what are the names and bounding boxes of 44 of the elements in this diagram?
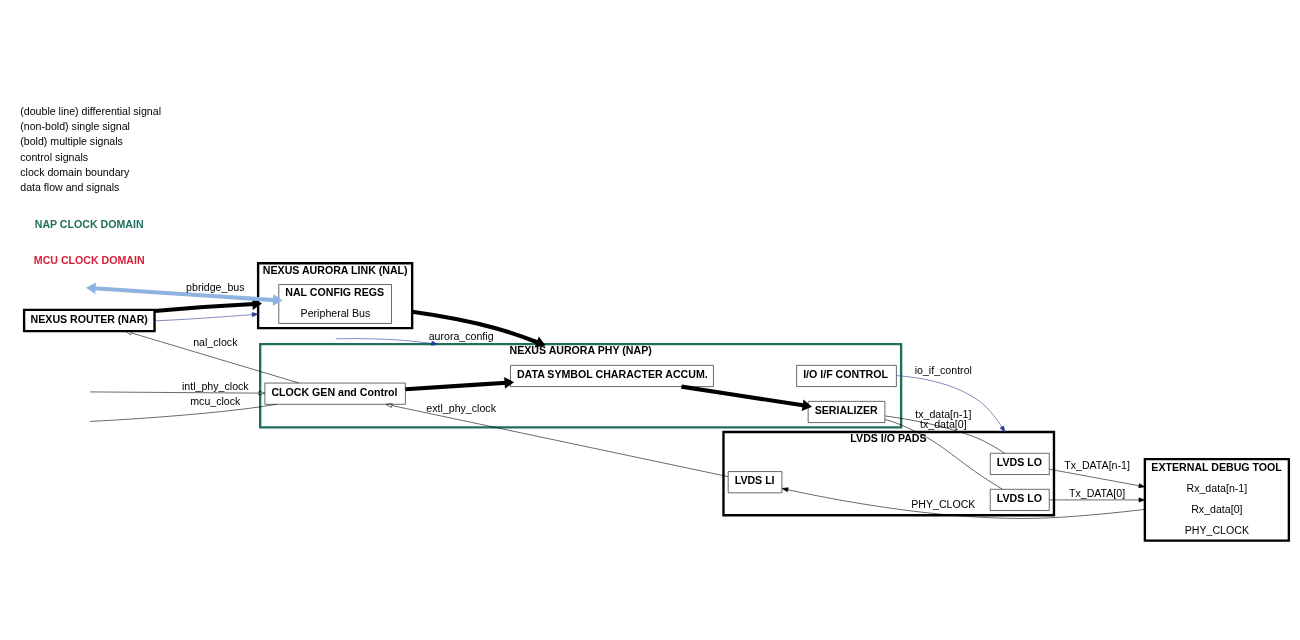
- edge-label: nal_clock: [193, 335, 238, 348]
- legend-label: (non-bold) single signal: [20, 119, 130, 132]
- node-box: NAL CONFIG REGS Peripheral Bus: [278, 283, 392, 324]
- arrow: [1049, 497, 1146, 502]
- connector: [884, 418, 1003, 490]
- node-box: I/O I/F CONTROL: [796, 364, 897, 387]
- edge-label: aurora_config: [428, 329, 494, 342]
- connector: [884, 415, 1005, 453]
- edge-label: intl_phy_clock: [182, 379, 249, 392]
- node-box: SERIALIZER: [807, 400, 886, 423]
- edge-label: mcu_clock: [190, 394, 241, 407]
- arrow: [681, 384, 813, 411]
- legend-label: control signals: [20, 150, 89, 163]
- arrow: [405, 376, 515, 391]
- label: MCU CLOCK DOMAIN: [33, 253, 145, 266]
- arrow: [1049, 468, 1146, 488]
- arrow: [896, 374, 1006, 432]
- node-box: CLOCK GEN and Control: [264, 382, 406, 405]
- label: NAP CLOCK DOMAIN: [34, 217, 144, 230]
- legend-label: clock domain boundary: [20, 165, 130, 178]
- node-box: LVDS LI: [727, 470, 783, 493]
- edge-label: Tx_DATA[0]: [1068, 486, 1126, 499]
- node-box: EXTERNAL DEBUG TOOL Rx_data[n-1] Rx_data[0] PHY_CLOCK: [1143, 457, 1291, 542]
- edge-label: pbridge_bus: [186, 280, 245, 293]
- edge-label: PHY_CLOCK: [911, 497, 976, 510]
- legend-label: (bold) multiple signals: [20, 134, 123, 147]
- edge-label: Tx_DATA[n-1]: [1064, 458, 1130, 471]
- arrow: [781, 486, 1145, 519]
- arrow: [86, 282, 283, 306]
- node-box: NEXUS ROUTER (NAR): [22, 308, 156, 332]
- arrow: [125, 330, 300, 383]
- arrow: [335, 337, 438, 346]
- arrow: [411, 309, 546, 347]
- arrow: [89, 390, 266, 395]
- legend-label: (double line) differential signal: [20, 104, 162, 117]
- connector: [89, 403, 277, 422]
- arrow: [385, 402, 729, 477]
- edge-label: extl_phy_clock: [426, 401, 496, 414]
- legend-label: data flow and signals: [20, 180, 120, 193]
- node-box: DATA SYMBOL CHARACTER ACCUM.: [510, 364, 714, 387]
- arrow: [154, 311, 259, 321]
- edge-label: io_if_control: [914, 363, 972, 376]
- node-box: LVDS LO: [989, 488, 1050, 511]
- node-box: LVDS LO: [989, 452, 1050, 475]
